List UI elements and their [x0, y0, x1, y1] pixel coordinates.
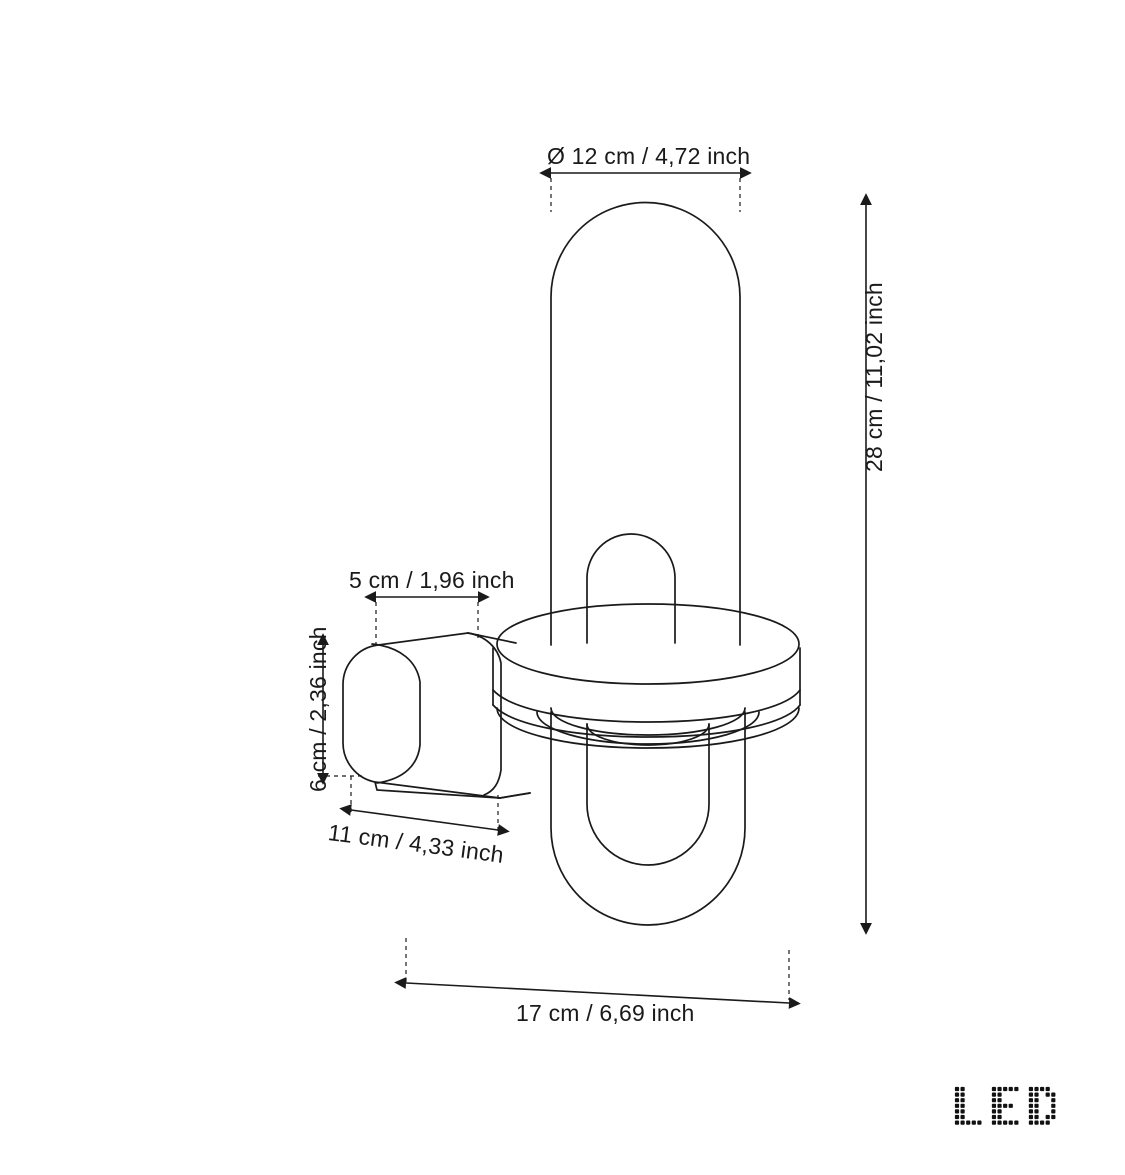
led-logo-dot — [991, 1098, 997, 1103]
mount-arm-shoulder — [467, 632, 517, 644]
led-logo-dot — [1040, 1120, 1045, 1125]
led-logo-dot — [1045, 1120, 1050, 1125]
led-logo-dot — [1028, 1120, 1034, 1125]
led-logo-dot — [1028, 1109, 1034, 1114]
mount-arm-front-curve — [371, 643, 421, 784]
led-logo-dot — [971, 1120, 976, 1125]
dimension-label-depth-top: 5 cm / 1,96 inch — [349, 567, 515, 593]
led-logo-dot — [1008, 1103, 1013, 1108]
dimension-label-diameter: Ø 12 cm / 4,72 inch — [547, 143, 751, 169]
led-logo-dot — [1034, 1103, 1039, 1108]
led-logo-dot — [991, 1086, 997, 1092]
collar-mid-band — [492, 689, 801, 723]
led-logo-dot — [954, 1103, 960, 1108]
led-logo-dot — [960, 1103, 965, 1108]
led-logo-dot — [1008, 1120, 1013, 1125]
led-logo-dot — [1034, 1086, 1039, 1092]
lower-shade-top-cap — [586, 723, 710, 746]
led-logo-dot — [954, 1120, 960, 1125]
led-logo-dot — [1051, 1109, 1056, 1114]
led-logo-dot — [997, 1114, 1002, 1120]
led-logo-dot — [1034, 1114, 1039, 1120]
led-logo-dot — [1040, 1086, 1045, 1092]
led-logo-dot — [1003, 1086, 1008, 1092]
dimension-label-height-arm: 6 cm / 2,36 inch — [305, 626, 331, 792]
led-logo-dot — [960, 1086, 965, 1092]
lamp-body-illustration — [342, 201, 801, 926]
led-logo-dot — [960, 1120, 965, 1125]
led-logo-dot — [1034, 1120, 1039, 1125]
led-logo-dot — [1028, 1114, 1034, 1120]
led-logo-dot — [954, 1098, 960, 1103]
led-logo-dot — [997, 1086, 1002, 1092]
collar-bottom-flange — [496, 707, 800, 749]
led-logo-dot — [997, 1103, 1002, 1108]
lower-shade-inner-outline — [586, 723, 710, 866]
led-logo-dot — [977, 1120, 982, 1125]
led-logo-dot — [960, 1109, 965, 1114]
led-logo-dot — [1028, 1103, 1034, 1108]
led-logo-dot — [966, 1120, 971, 1125]
collar-top-ellipse — [496, 603, 800, 685]
led-logo-dot — [1003, 1103, 1008, 1108]
led-logo-dot — [997, 1109, 1002, 1114]
led-logo-dot — [997, 1092, 1002, 1097]
led-logo-dot — [1051, 1103, 1056, 1108]
led-logo-dot — [1003, 1120, 1008, 1125]
led-logo-dot — [997, 1098, 1002, 1103]
led-logo-dot — [991, 1092, 997, 1097]
led-logo-dot — [1034, 1092, 1039, 1097]
dimension-label-width: 17 cm / 6,69 inch — [516, 1000, 695, 1026]
led-logo-dot — [1045, 1114, 1050, 1120]
led-logo-dot — [960, 1092, 965, 1097]
led-logo-dot — [1014, 1086, 1019, 1092]
led-logo-dot — [1034, 1098, 1039, 1103]
led-logo-dot — [1045, 1086, 1050, 1092]
led-logo-dot — [954, 1092, 960, 1097]
led-logo-dot — [1014, 1120, 1019, 1125]
led-logo-dot — [954, 1086, 960, 1092]
led-logo-dot — [960, 1098, 965, 1103]
led-logo-dot — [1051, 1098, 1056, 1103]
upper-diffuser-outline — [550, 201, 741, 646]
dimension-lines — [317, 167, 872, 1009]
led-logo-dot — [1028, 1092, 1034, 1097]
led-logo-dot — [960, 1114, 965, 1120]
led-logo-dot — [991, 1114, 997, 1120]
lower-shade-outline — [550, 711, 746, 926]
led-logo-dot — [991, 1120, 997, 1125]
led-logo-dot — [1034, 1109, 1039, 1114]
led-logo-dot — [1045, 1092, 1050, 1097]
mount-arm-body-outline — [467, 632, 502, 796]
led-logo-dot — [954, 1109, 960, 1114]
led-logo-dot — [1028, 1086, 1034, 1092]
led-logo — [954, 1086, 1056, 1125]
led-logo-dot — [997, 1120, 1002, 1125]
inner-dome-outline — [586, 533, 676, 644]
collar-inner-rim-2 — [550, 707, 746, 736]
collar-mid-band-2 — [492, 704, 801, 738]
mount-arm-right-join — [499, 792, 531, 799]
led-logo-dot — [954, 1114, 960, 1120]
dim-arrow-projection — [339, 804, 510, 836]
led-logo-dot — [1028, 1098, 1034, 1103]
dimension-label-height: 28 cm / 11,02 inch — [861, 282, 887, 472]
led-logo-dot — [1008, 1086, 1013, 1092]
led-logo-dot — [991, 1103, 997, 1108]
dim-arrow-width — [394, 977, 801, 1009]
led-logo-dot — [991, 1109, 997, 1114]
led-logo-dot — [1051, 1114, 1056, 1120]
collar-inner-rim — [536, 711, 760, 745]
led-logo-dot — [1051, 1092, 1056, 1097]
mount-arm-top-face — [342, 632, 501, 799]
